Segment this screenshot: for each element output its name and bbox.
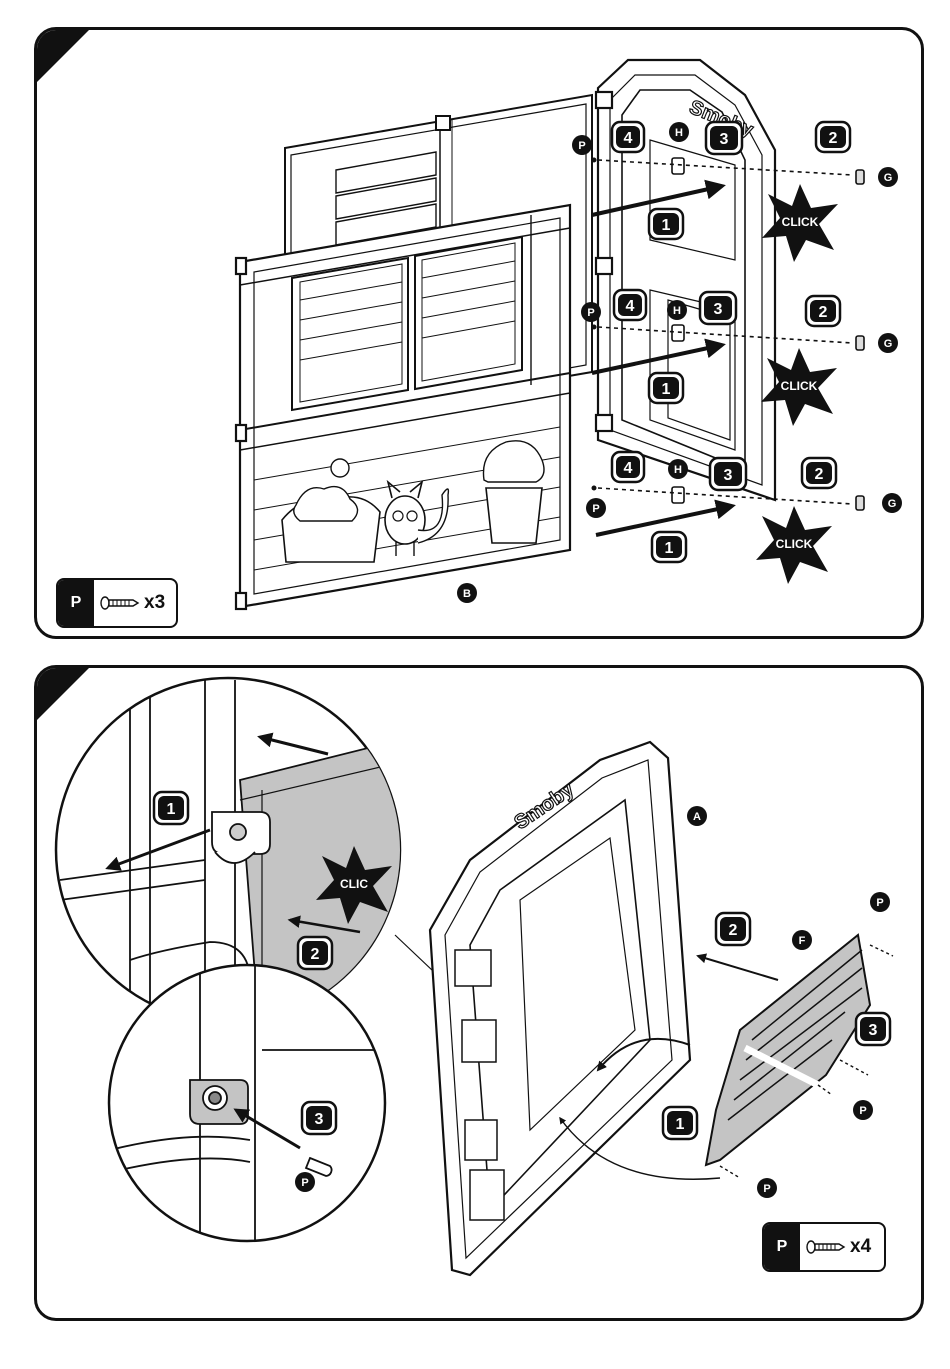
click-label: CLICK (782, 215, 819, 229)
legend-quantity: x4 (850, 1236, 871, 1258)
svg-text:2: 2 (819, 304, 828, 321)
svg-text:G: G (884, 338, 893, 350)
clic-label: CLIC (340, 877, 368, 891)
svg-text:2: 2 (311, 946, 320, 963)
svg-text:1: 1 (665, 540, 674, 557)
legend-part-letter: P (764, 1224, 800, 1270)
parts-legend: P x3 (56, 578, 178, 628)
click-label: CLICK (781, 379, 818, 393)
svg-text:G: G (888, 498, 897, 510)
svg-text:3: 3 (720, 131, 729, 148)
svg-text:2: 2 (829, 130, 838, 147)
svg-text:P: P (859, 1105, 866, 1117)
svg-text:4: 4 (624, 130, 633, 147)
screw-icon (100, 596, 140, 610)
detail-zoom-small (109, 960, 400, 1250)
svg-text:P: P (578, 140, 585, 152)
svg-text:P: P (587, 307, 594, 319)
svg-text:H: H (674, 464, 682, 476)
legend-part-letter: P (58, 580, 94, 626)
svg-text:G: G (884, 172, 893, 184)
click-label: CLICK (776, 537, 813, 551)
screw-icon (806, 1240, 846, 1254)
svg-text:H: H (675, 127, 683, 139)
svg-text:B: B (463, 588, 471, 600)
svg-text:1: 1 (167, 801, 176, 818)
svg-text:P: P (763, 1183, 770, 1195)
svg-text:P: P (592, 503, 599, 515)
svg-text:1: 1 (662, 217, 671, 234)
side-panel-b (236, 205, 570, 609)
svg-text:3: 3 (714, 301, 723, 318)
svg-text:P: P (301, 1177, 308, 1189)
svg-text:3: 3 (869, 1022, 878, 1039)
svg-text:4: 4 (626, 298, 635, 315)
panel-a-bottom: Smoby (430, 742, 690, 1275)
svg-text:A: A (693, 811, 701, 823)
part-f-panel (706, 935, 870, 1165)
svg-text:P: P (876, 897, 883, 909)
svg-text:2: 2 (729, 922, 738, 939)
svg-text:3: 3 (315, 1111, 324, 1128)
svg-text:F: F (799, 935, 806, 947)
svg-text:2: 2 (815, 466, 824, 483)
parts-legend: P x4 (762, 1222, 886, 1272)
svg-text:1: 1 (676, 1116, 685, 1133)
legend-quantity: x3 (144, 592, 165, 614)
svg-text:4: 4 (624, 460, 633, 477)
svg-text:1: 1 (662, 381, 671, 398)
svg-text:3: 3 (724, 467, 733, 484)
svg-text:H: H (673, 305, 681, 317)
